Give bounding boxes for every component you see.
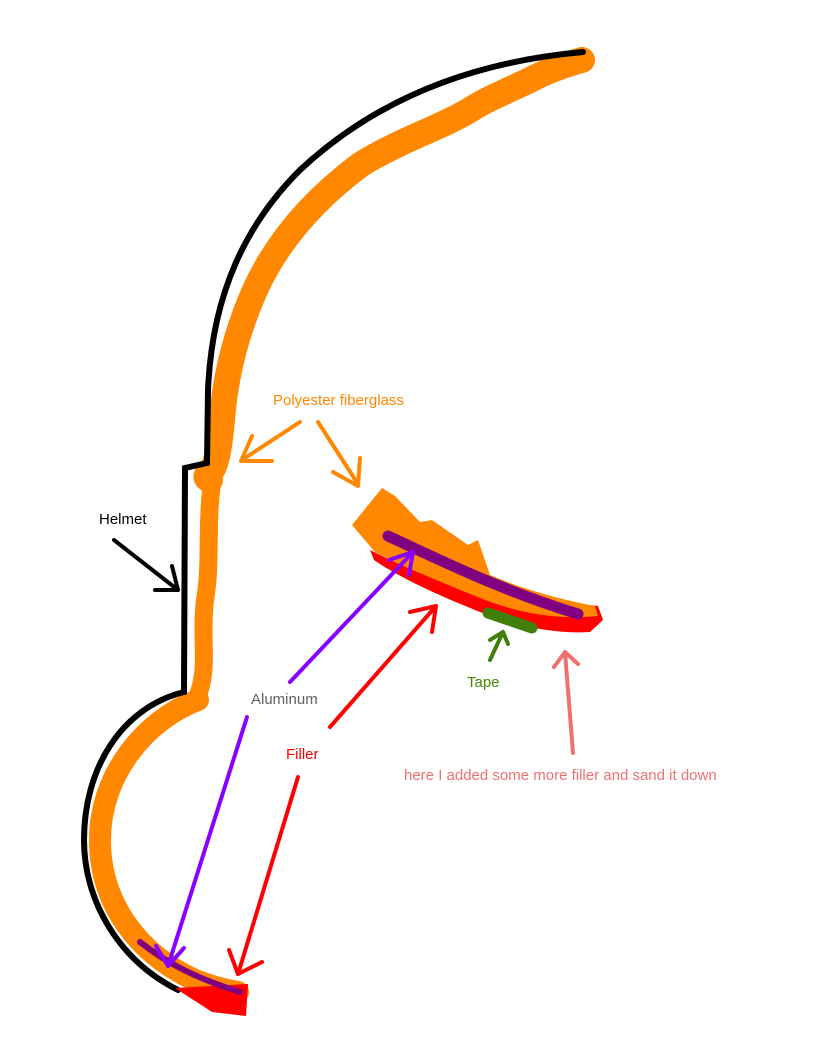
polyester-fiberglass-label: Polyester fiberglass: [273, 392, 404, 409]
chin-filler-patch: [175, 984, 248, 1016]
helmet-arrow: [112, 538, 180, 592]
fiberglass-chin-layer: [89, 689, 249, 1003]
filler-note-label: here I added some more filler and sand i…: [404, 767, 717, 784]
polyester-arrow-right: [316, 420, 362, 488]
tape-strip: [482, 607, 538, 634]
aluminum-label: Aluminum: [251, 691, 318, 708]
fiberglass-side-layer: [187, 461, 223, 709]
filler-label: Filler: [286, 746, 319, 763]
fiberglass-upper-layer: [193, 47, 595, 493]
helmet-label: Helmet: [99, 511, 147, 528]
helmet-shell-outline: [80, 49, 586, 993]
chin-aluminum-strip: [137, 939, 243, 995]
note-arrow: [552, 650, 580, 755]
filler-arrow-visor: [328, 604, 438, 729]
visor-fiberglass-layer: [352, 488, 598, 618]
visor-aluminum-strip: [382, 530, 584, 620]
tape-arrow: [488, 630, 510, 662]
aluminum-arrow-visor: [288, 550, 415, 684]
polyester-arrow-left: [239, 420, 302, 463]
aluminum-arrow-chin: [154, 715, 249, 968]
filler-arrow-chin: [227, 775, 300, 976]
tape-label: Tape: [467, 674, 500, 691]
